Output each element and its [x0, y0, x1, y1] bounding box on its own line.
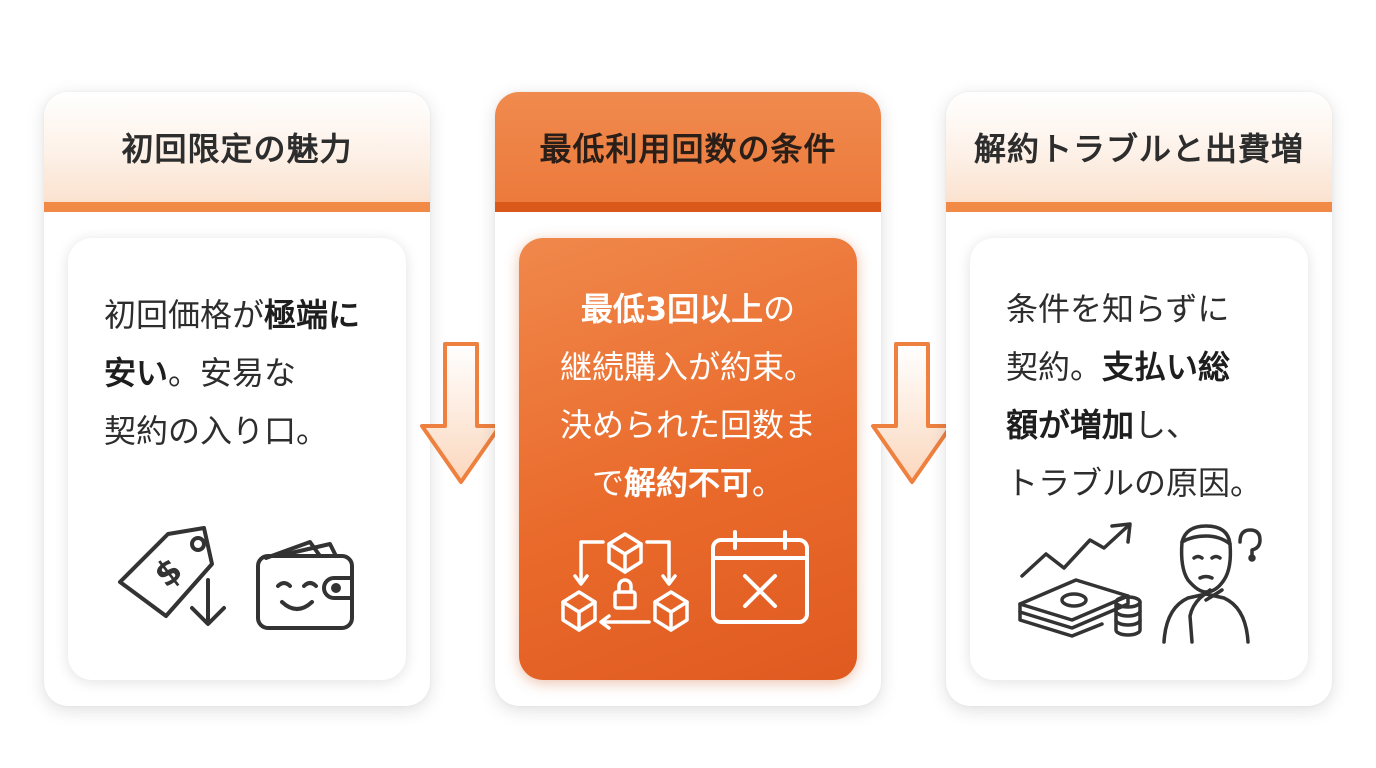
text-segment: の — [763, 290, 796, 328]
text-line: 額が増加し、 — [1006, 396, 1288, 454]
text-line: 契約。支払い総 — [1006, 338, 1288, 396]
text-segment: し、 — [1134, 406, 1199, 444]
text-line: トラブルの原因。 — [1006, 454, 1288, 512]
text-segment: 契約の入り口。 — [104, 412, 329, 450]
text-segment: 条件を知らずに — [1006, 290, 1230, 328]
text-segment: 初回価格が — [104, 296, 265, 334]
panel-title: 解約トラブルと出費増 — [973, 130, 1304, 168]
panel-header: 解約トラブルと出費増 — [946, 92, 1332, 212]
text-emphasis: 極端に — [264, 296, 361, 334]
down-arrow-icon — [420, 342, 502, 484]
text-emphasis: 支払い総 — [1102, 348, 1231, 386]
calendar-cancel-icon — [711, 530, 809, 624]
svg-text:$: $ — [147, 550, 190, 596]
text-emphasis: 安い — [104, 354, 169, 392]
locked-box-cycle-icon — [561, 532, 689, 632]
text-segment: 決められた回数ま — [559, 406, 816, 444]
panel-header: 初回限定の魅力 — [44, 92, 430, 212]
text-segment: 。 — [752, 464, 785, 502]
panel-minimum-usage-condition: 最低利用回数の条件 最低3回以上の 継続購入が約束。 決められた回数ま で解約不… — [495, 92, 881, 706]
down-arrow-icon — [871, 342, 953, 484]
card: 初回価格が極端に 安い。安易な 契約の入り口。 $ — [68, 238, 406, 680]
price-tag-down-icon: $ — [118, 526, 226, 626]
panel-first-time-appeal: 初回限定の魅力 初回価格が極端に 安い。安易な 契約の入り口。 $ — [44, 92, 430, 706]
text-line: で解約不可。 — [535, 454, 841, 512]
text-line: 決められた回数ま — [535, 396, 841, 454]
card: 条件を知らずに 契約。支払い総 額が増加し、 トラブルの原因。 — [970, 238, 1308, 680]
panel-title: 最低利用回数の条件 — [539, 130, 837, 168]
text-line: 条件を知らずに — [1006, 280, 1288, 338]
text-segment: 。安易な — [168, 354, 297, 392]
text-emphasis: 最低3回以上 — [580, 290, 764, 328]
text-line: 契約の入り口。 — [104, 402, 386, 460]
card-text: 条件を知らずに 契約。支払い総 額が増加し、 トラブルの原因。 — [1006, 280, 1288, 512]
card-text: 最低3回以上の 継続購入が約束。 決められた回数ま で解約不可。 — [535, 280, 841, 512]
text-emphasis: 額が増加 — [1006, 406, 1135, 444]
text-segment: トラブルの原因。 — [1006, 464, 1263, 502]
confused-person-icon — [1162, 524, 1262, 644]
panel-header: 最低利用回数の条件 — [495, 92, 881, 212]
text-segment: で — [591, 464, 624, 502]
text-line: 最低3回以上の — [535, 280, 841, 338]
smiling-wallet-icon — [256, 540, 354, 630]
text-segment: 契約。 — [1006, 348, 1103, 386]
text-emphasis: 解約不可 — [623, 464, 752, 502]
text-line: 安い。安易な — [104, 344, 386, 402]
text-line: 初回価格が極端に — [104, 286, 386, 344]
card-text: 初回価格が極端に 安い。安易な 契約の入り口。 — [104, 286, 386, 460]
card: 最低3回以上の 継続購入が約束。 決められた回数ま で解約不可。 — [519, 238, 857, 680]
panel-cancellation-trouble: 解約トラブルと出費増 条件を知らずに 契約。支払い総 額が増加し、 トラブルの原… — [946, 92, 1332, 706]
rising-money-stack-icon — [1018, 522, 1142, 638]
panel-title: 初回限定の魅力 — [121, 130, 353, 168]
text-line: 継続購入が約束。 — [535, 338, 841, 396]
text-segment: 継続購入が約束。 — [559, 348, 816, 386]
